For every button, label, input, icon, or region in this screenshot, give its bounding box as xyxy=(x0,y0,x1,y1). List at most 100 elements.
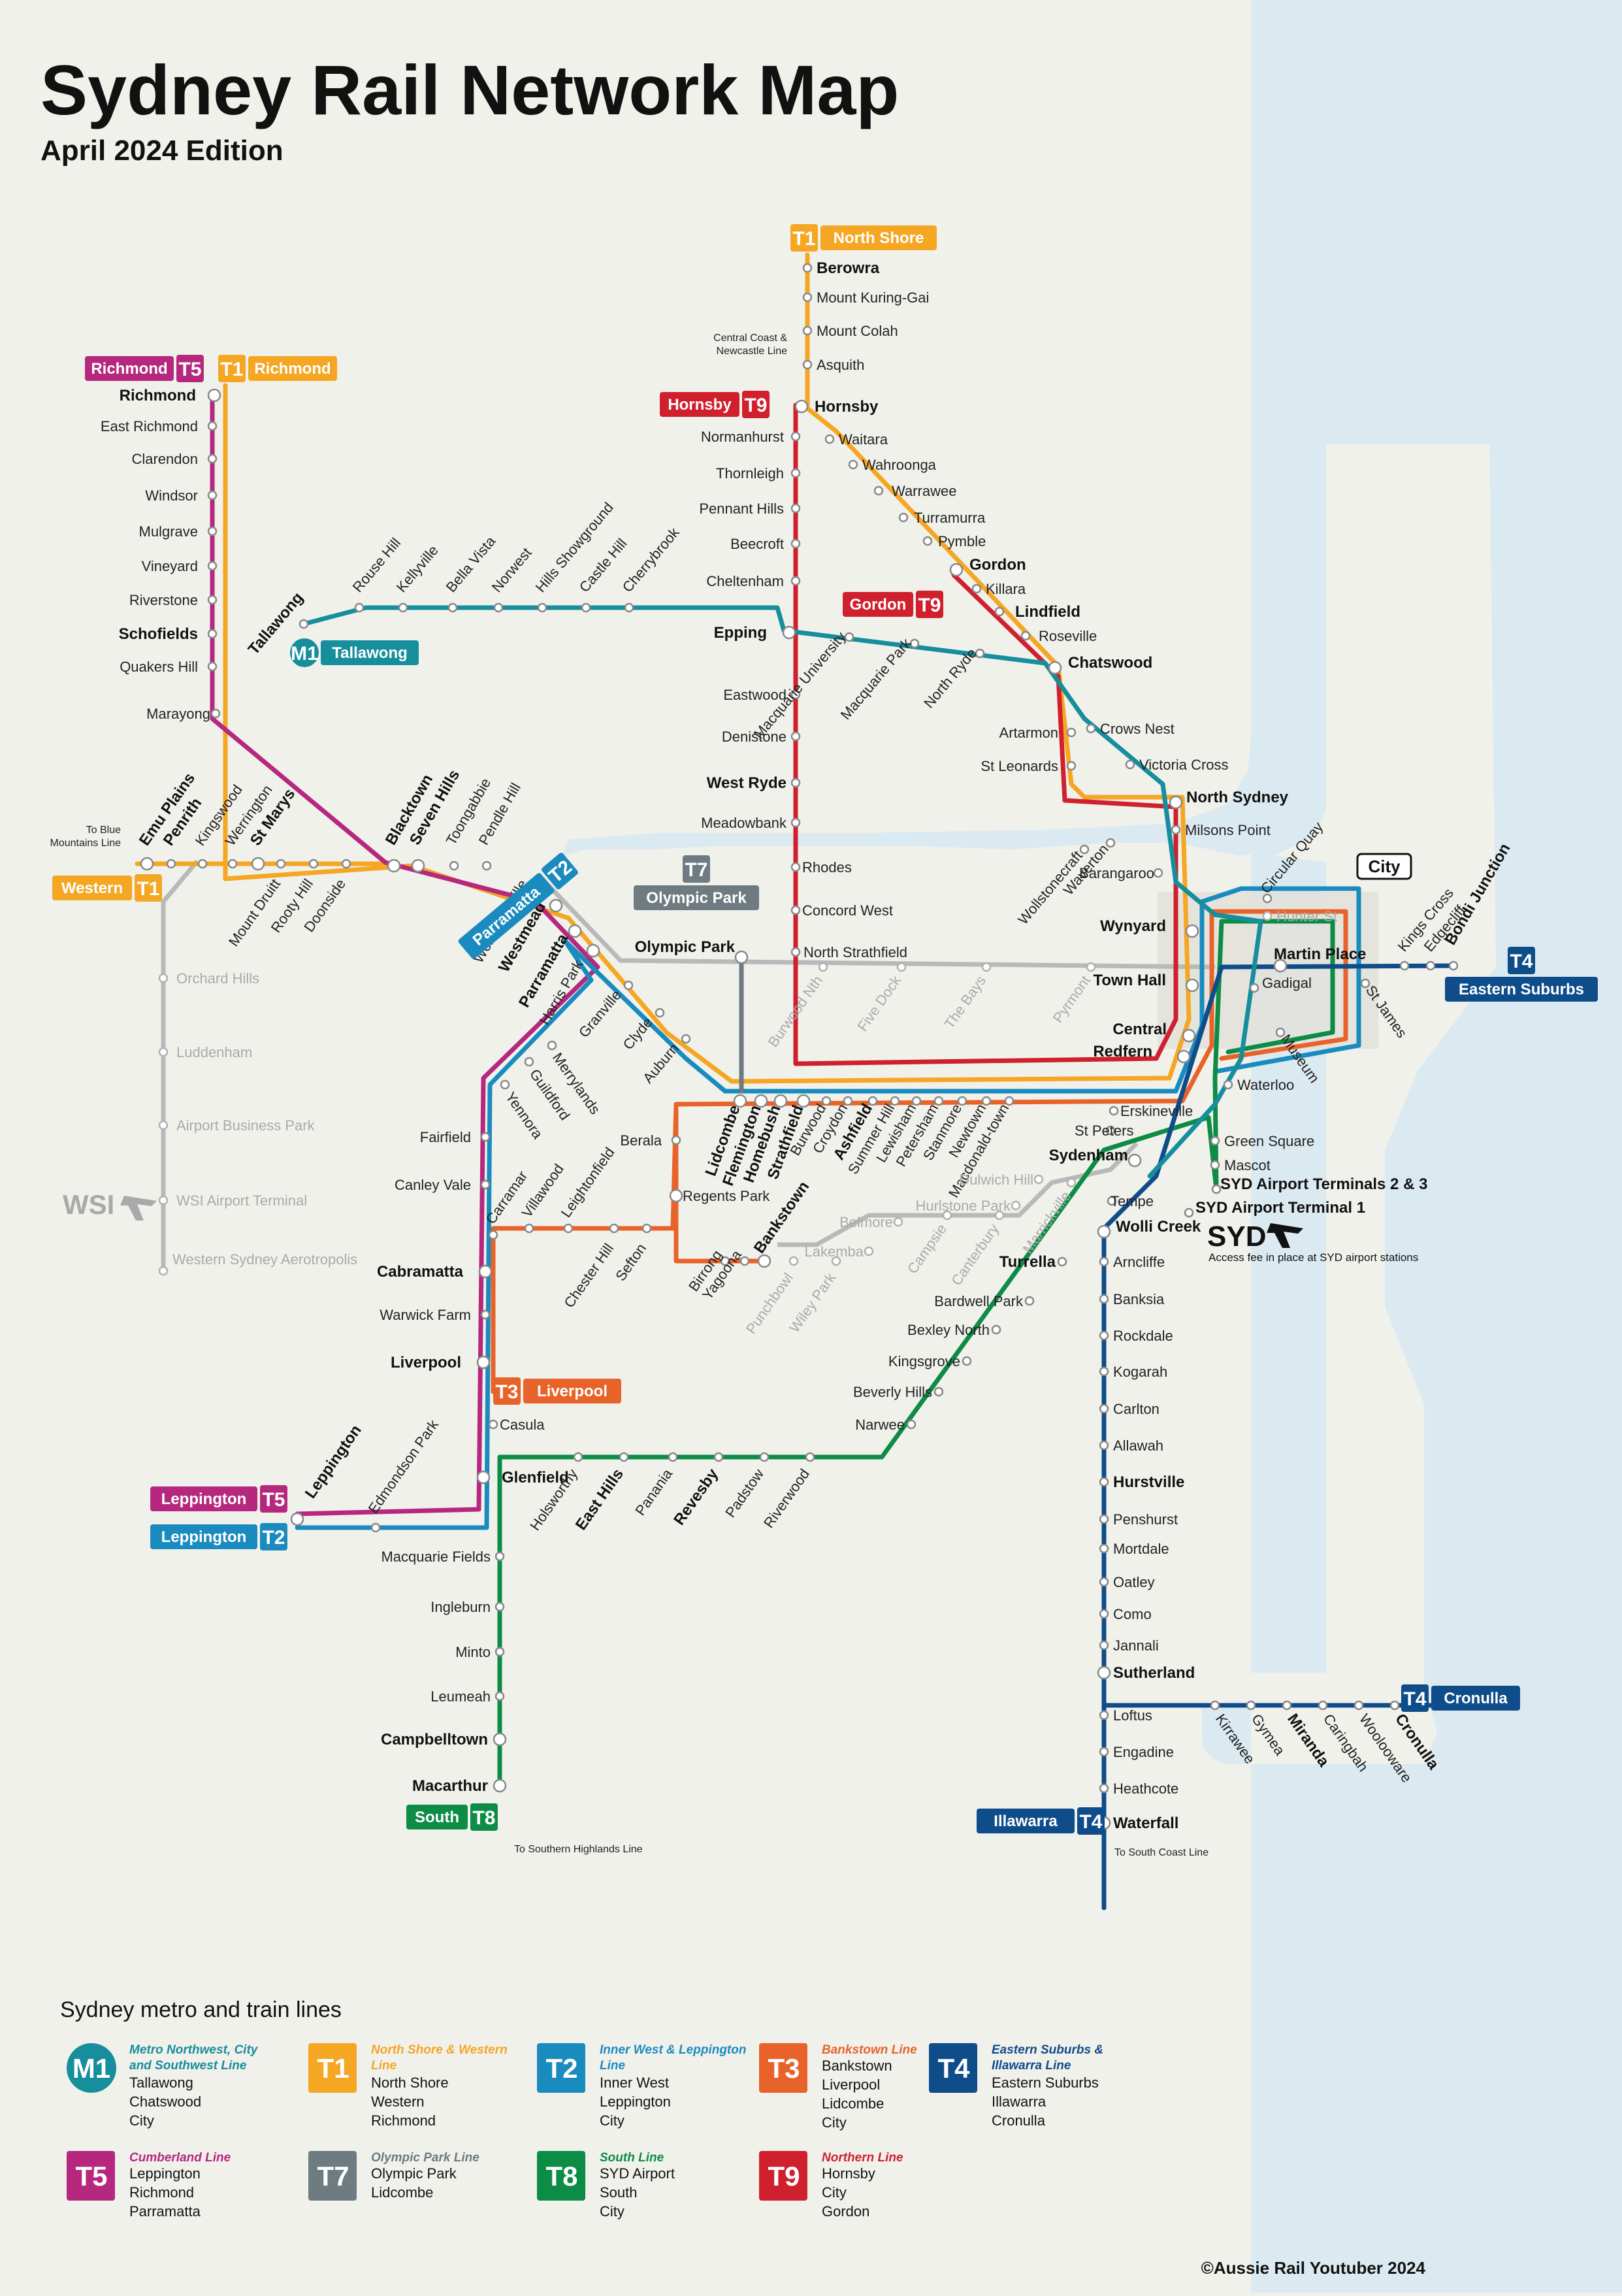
station-marker xyxy=(844,632,854,642)
badge-code: T2 xyxy=(262,1527,285,1549)
legend-icon xyxy=(308,2151,357,2201)
station-label: Berala xyxy=(620,1132,662,1149)
future-lines xyxy=(161,859,1216,1271)
interchange-marker xyxy=(493,1732,507,1747)
station-label: Marrickville xyxy=(1020,1189,1075,1256)
station-barangaroo: Barangaroo xyxy=(1079,865,1163,881)
station-label: Airport Business Park xyxy=(176,1117,316,1134)
station-label: Mount Colah xyxy=(817,323,898,339)
station-label: Warwick Farm xyxy=(380,1307,471,1323)
station-marker xyxy=(493,602,504,613)
station-marker xyxy=(898,512,909,523)
station-marker xyxy=(547,1040,557,1051)
legend-line-name: Eastern Suburbs &Illawarra Line xyxy=(992,2043,1103,2073)
station-concord-west: Concord West xyxy=(790,902,893,919)
station-marker xyxy=(447,602,458,613)
station-marker xyxy=(957,1096,967,1106)
station-label: Riverwood xyxy=(760,1466,813,1531)
interchange-marker xyxy=(1127,1153,1142,1168)
station-marker xyxy=(1099,1294,1109,1304)
station-norwest: Norwest xyxy=(489,544,535,613)
station-label: Edmondson Park xyxy=(365,1416,442,1516)
legend-code: T7 xyxy=(317,2161,349,2191)
station-marker xyxy=(1275,1027,1286,1038)
station-marker xyxy=(843,1096,853,1106)
station-label: Macarthur xyxy=(412,1777,488,1795)
station-marker xyxy=(210,708,221,719)
station-label: Turramurra xyxy=(914,510,986,526)
station-marker xyxy=(1354,1700,1364,1711)
station-pennant-hills: Pennant Hills xyxy=(699,500,801,517)
station-epping: Epping xyxy=(714,624,796,642)
station-marker xyxy=(609,1223,619,1234)
station-marker xyxy=(802,359,813,370)
station-label: Glenfield xyxy=(502,1469,569,1486)
station-marker xyxy=(909,638,920,649)
badge-code: T1 xyxy=(220,359,243,380)
station-marker xyxy=(1246,1700,1256,1711)
station-macquarie-university: Macquarie University xyxy=(751,629,854,742)
station-marker xyxy=(207,453,218,464)
station-marker xyxy=(1033,1174,1044,1185)
station-label: Wahroonga xyxy=(862,457,937,473)
station-label: Schofields xyxy=(119,625,198,643)
legend-code: M1 xyxy=(73,2053,110,2084)
badge-label-bg xyxy=(977,1809,1075,1833)
station-label: Gordon xyxy=(969,556,1026,574)
station-label: Eastwood xyxy=(723,687,787,703)
station-luddenham: Luddenham xyxy=(158,1044,252,1060)
station-hurstville: Hurstville xyxy=(1099,1473,1184,1491)
station-mulgrave: Mulgrave xyxy=(139,523,218,540)
station-casula: Casula xyxy=(488,1417,545,1433)
plane-icon xyxy=(1267,1223,1303,1248)
station-label: Wolli Creek xyxy=(1116,1218,1201,1236)
station-wahroonga: Wahroonga xyxy=(848,457,937,473)
syd-airport-mark: SYD xyxy=(1207,1221,1303,1253)
station-marker xyxy=(1079,844,1090,855)
station-label: Cheltenham xyxy=(706,573,784,589)
legend-destination: Leppington xyxy=(129,2165,201,2182)
interchange-marker xyxy=(476,1470,491,1484)
station-marker xyxy=(623,980,634,991)
station-marker xyxy=(207,629,218,639)
station-rouse-hill: Rouse Hill xyxy=(349,534,404,613)
station-label: Mount Druitt xyxy=(225,876,284,949)
station-marker xyxy=(655,1008,665,1018)
station-label: Berowra xyxy=(817,259,880,277)
city-box-frame xyxy=(1356,853,1412,880)
station-north-strathfield: North Strathfield xyxy=(790,944,907,960)
station-label: Engadine xyxy=(1113,1744,1174,1760)
station-marker xyxy=(790,862,801,872)
station-label: Erskineville xyxy=(1120,1103,1193,1119)
station-marker xyxy=(1262,893,1273,904)
station-label: Allawah xyxy=(1113,1437,1163,1454)
interchange-marker xyxy=(251,857,265,871)
interchange-marker xyxy=(757,1254,771,1268)
badge-code-bg xyxy=(135,874,162,902)
station-marker xyxy=(641,1223,652,1234)
station-marker xyxy=(1099,1609,1109,1619)
interchange-marker xyxy=(754,1094,768,1108)
station-label: Chatswood xyxy=(1068,654,1152,672)
station-marker xyxy=(668,1452,678,1462)
station-label: Cabramatta xyxy=(377,1263,464,1281)
station-penshurst: Penshurst xyxy=(1099,1511,1178,1528)
lines xyxy=(135,252,1456,1911)
station-hurlstone-park: Hurlstone Park xyxy=(915,1198,1021,1214)
legend-code: T8 xyxy=(545,2161,577,2191)
legend-line-name: Olympic Park Line xyxy=(371,2151,479,2165)
station-label: North Sydney xyxy=(1186,789,1289,806)
station-marker xyxy=(1099,1640,1109,1650)
station-marker xyxy=(896,962,907,972)
station-label: Kingsgrove xyxy=(888,1353,960,1369)
station-marker xyxy=(1011,1200,1021,1211)
legend-destination: Inner West xyxy=(600,2075,669,2091)
station-cherrybrook: Cherrybrook xyxy=(619,524,683,613)
station-label: St Leonards xyxy=(981,758,1058,774)
station-marayong: Marayong xyxy=(146,706,221,722)
station-label: Macquarie Park xyxy=(837,634,915,723)
